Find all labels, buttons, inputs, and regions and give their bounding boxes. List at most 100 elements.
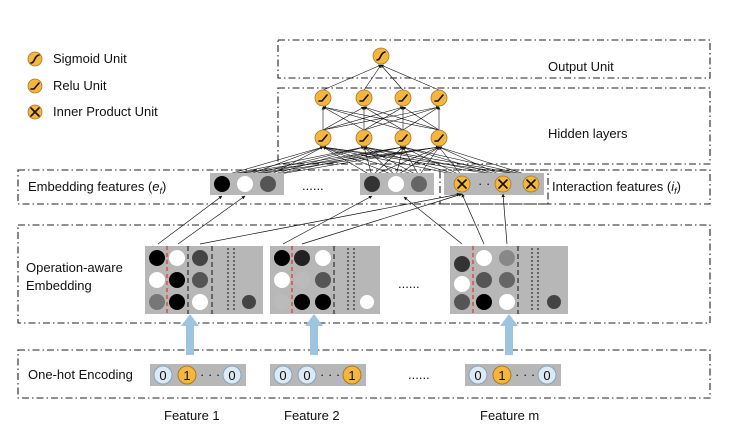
legend-inner-product-label: Inner Product Unit	[53, 104, 158, 119]
one-hot-cell	[153, 365, 173, 385]
embedding-matrix-feature-2	[270, 246, 380, 314]
output-sigmoid-unit	[372, 47, 390, 65]
network-edge	[363, 106, 440, 131]
relu-unit-bottom-3	[394, 129, 412, 147]
output-unit-label: Output Unit	[548, 59, 614, 74]
network-edge	[322, 145, 532, 177]
one-hot-strip-1: 0 1 0 · · ·	[150, 364, 246, 386]
embedding-features-label: Embedding features (ef)	[28, 179, 166, 196]
network-edge	[363, 146, 373, 177]
network-edge	[438, 146, 532, 177]
interaction-strip	[444, 173, 544, 195]
one-hot-cell	[537, 365, 557, 385]
relu-unit-top-2	[355, 89, 373, 107]
network-edge	[322, 146, 420, 177]
feature-label-2: Feature 2	[284, 408, 340, 423]
embedding-to-feature-arrows	[157, 192, 508, 245]
network-edge	[395, 146, 404, 177]
network-edge	[438, 146, 504, 177]
network-edge	[371, 146, 404, 177]
relu-unit-icon	[27, 78, 43, 94]
network-edge	[363, 146, 504, 177]
one-hot-encoding-label: One-hot Encoding	[28, 367, 133, 382]
one-hot-cell	[492, 365, 512, 385]
one-hot-value: 0	[474, 368, 481, 383]
interaction-features-label: Interaction features (if)	[552, 179, 681, 196]
network-edge	[322, 145, 504, 177]
legend-relu-label: Relu Unit	[53, 78, 107, 93]
network-edge	[402, 146, 420, 177]
relu-unit-bottom-4	[430, 129, 448, 147]
network-edge	[322, 106, 404, 131]
one-hot-value: 0	[303, 368, 310, 383]
network-edge	[322, 146, 373, 177]
network-edge	[322, 146, 463, 177]
network-edge	[402, 106, 440, 131]
interaction-features-box	[439, 169, 549, 205]
embedding-matrix-feature-m	[450, 246, 568, 314]
output-layer-box	[277, 39, 711, 79]
network-edge	[267, 146, 324, 177]
hidden-units	[314, 89, 448, 147]
network-edge	[363, 145, 532, 177]
relu-unit-bottom-2	[355, 129, 373, 147]
one-hot-cell	[342, 365, 362, 385]
one-hot-inner-dots: · · ·	[320, 367, 340, 382]
network-edge	[380, 64, 440, 91]
one-hot-value: 1	[498, 368, 505, 383]
one-hot-value: 1	[183, 368, 190, 383]
one-hot-cell	[468, 365, 488, 385]
relu-unit-top-4	[430, 89, 448, 107]
operation-aware-label-line2: Embedding	[26, 278, 92, 293]
network-edge	[244, 146, 365, 177]
network-connections	[221, 64, 532, 177]
legend: Sigmoid Unit Relu Unit Inner Product Uni…	[27, 51, 158, 120]
embedding-dots: ......	[302, 178, 324, 193]
network-edge	[363, 146, 397, 177]
network-edge	[267, 145, 440, 177]
matrix-dots: ......	[398, 276, 420, 291]
network-edge	[322, 106, 365, 131]
relu-unit-bottom-1	[314, 129, 332, 147]
one-hot-value: 0	[228, 368, 235, 383]
legend-sigmoid-label: Sigmoid Unit	[53, 51, 127, 66]
one-hot-between-dots: ......	[408, 367, 430, 382]
embedding-matrix-feature-1	[145, 246, 263, 314]
network-edge	[402, 146, 532, 177]
network-edge	[244, 146, 324, 177]
network-edge	[244, 146, 404, 177]
network-edge	[267, 146, 365, 177]
network-edge	[322, 64, 382, 91]
embedding-features-strip-left	[210, 173, 284, 195]
network-edge	[363, 106, 404, 131]
one-hot-strip-2: 0 0 1 · · ·	[270, 364, 366, 386]
one-hot-value: 0	[279, 368, 286, 383]
one-hot-layer-box	[17, 349, 711, 399]
network-edge	[363, 64, 382, 91]
embedding-features-strip-right	[360, 173, 434, 195]
feature-label-1: Feature 1	[164, 408, 220, 423]
network-edge	[322, 146, 397, 177]
network-edge	[221, 146, 324, 177]
relu-unit-top-1	[314, 89, 332, 107]
one-hot-value: 1	[348, 368, 355, 383]
network-edge	[380, 64, 404, 91]
network-edge	[402, 146, 504, 177]
operation-aware-label-line1: Operation-aware	[26, 260, 123, 275]
one-hot-cell	[222, 365, 242, 385]
inner-product-unit-2	[494, 175, 512, 193]
one-hot-value: 0	[543, 368, 550, 383]
one-hot-value: 0	[159, 368, 166, 383]
network-edge	[438, 146, 463, 177]
inner-product-unit-3	[522, 175, 540, 193]
one-hot-inner-dots: · · ·	[200, 367, 220, 382]
hidden-layers-box	[277, 87, 711, 165]
network-edge	[221, 145, 404, 177]
relu-unit-top-3	[394, 89, 412, 107]
network-edge	[221, 146, 365, 177]
inner-product-unit-icon	[27, 104, 43, 120]
interaction-dots: · · ·	[478, 176, 498, 191]
